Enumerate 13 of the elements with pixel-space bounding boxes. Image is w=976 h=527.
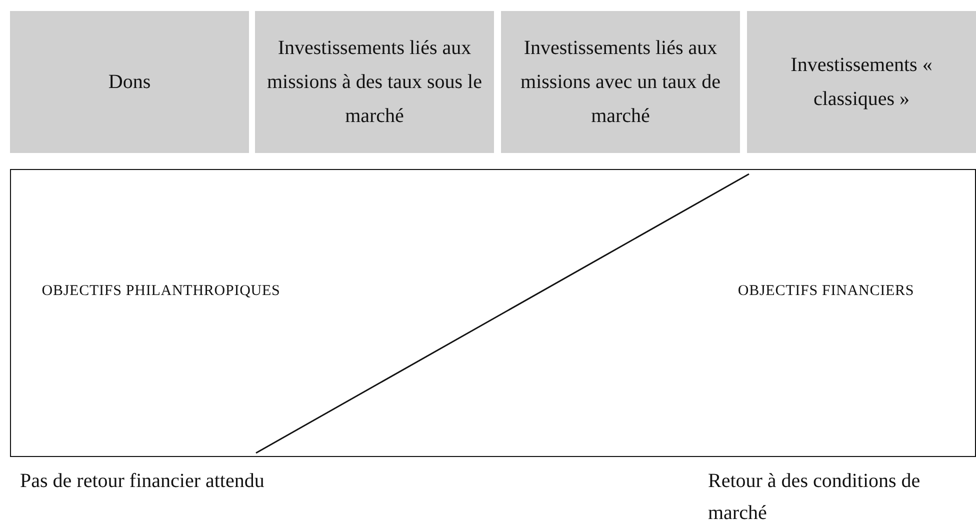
axis-end-text: Pas de retour financier attendu (20, 469, 266, 494)
objective-text: OBJECTIFS FINANCIERS (736, 282, 916, 301)
header-text: Investissements « classiques » (790, 53, 934, 112)
objectives-panel (10, 169, 976, 457)
header-text: Investissements liés aux missions à des taux sous le marché (266, 36, 483, 129)
axis-end-text: Retour à des conditions de marché (708, 469, 922, 526)
category-header-box (255, 11, 494, 153)
objective-text: OBJECTIFS PHILANTHROPIQUES (40, 282, 282, 301)
header-text: Dons (108, 70, 151, 95)
category-header-box (501, 11, 740, 153)
header-text: Investissements liés aux missions avec un taux de marché (520, 36, 722, 129)
category-header-box (747, 11, 976, 153)
category-header-box (10, 11, 249, 153)
